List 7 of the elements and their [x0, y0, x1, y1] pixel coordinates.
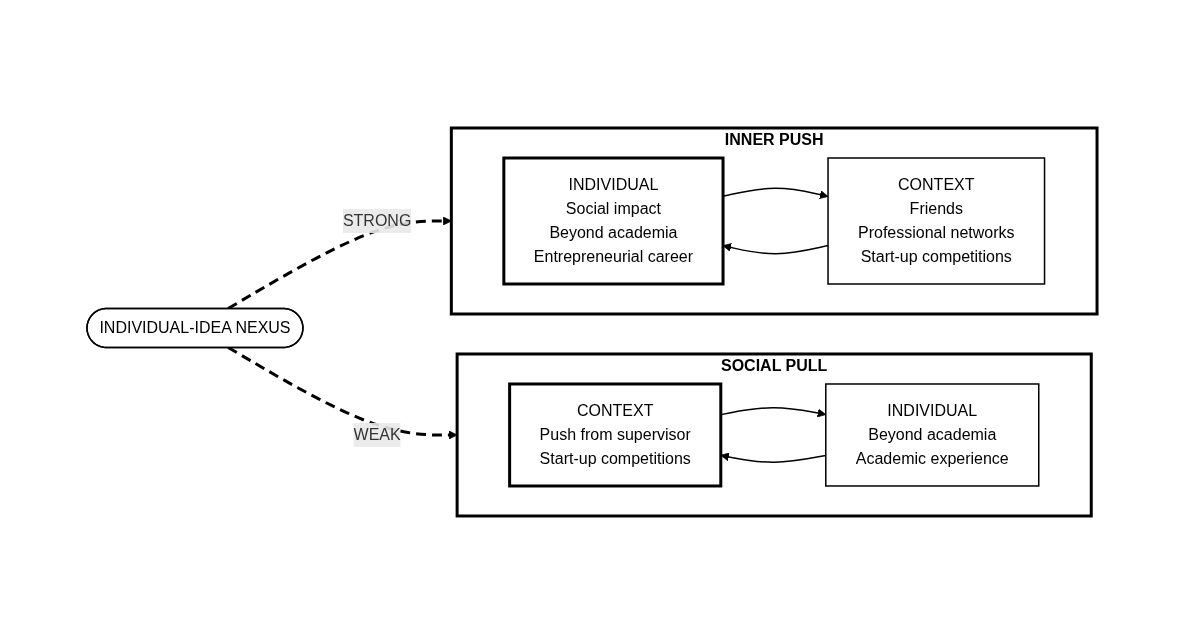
edge-label: WEAK: [353, 425, 401, 443]
arrow: [227, 345, 458, 439]
node-box: CONTEXT Friends Professional networks Start-up competitions: [827, 156, 1046, 285]
node-box: INDIVIDUAL Social impact Beyond academia Entrepreneurial career: [502, 156, 725, 285]
node-box: INDIVIDUAL Beyond academia Academic experience: [825, 382, 1040, 487]
node-box: CONTEXT Push from supervisor Start-up competitions: [508, 382, 723, 487]
edge-label: STRONG: [342, 211, 412, 229]
